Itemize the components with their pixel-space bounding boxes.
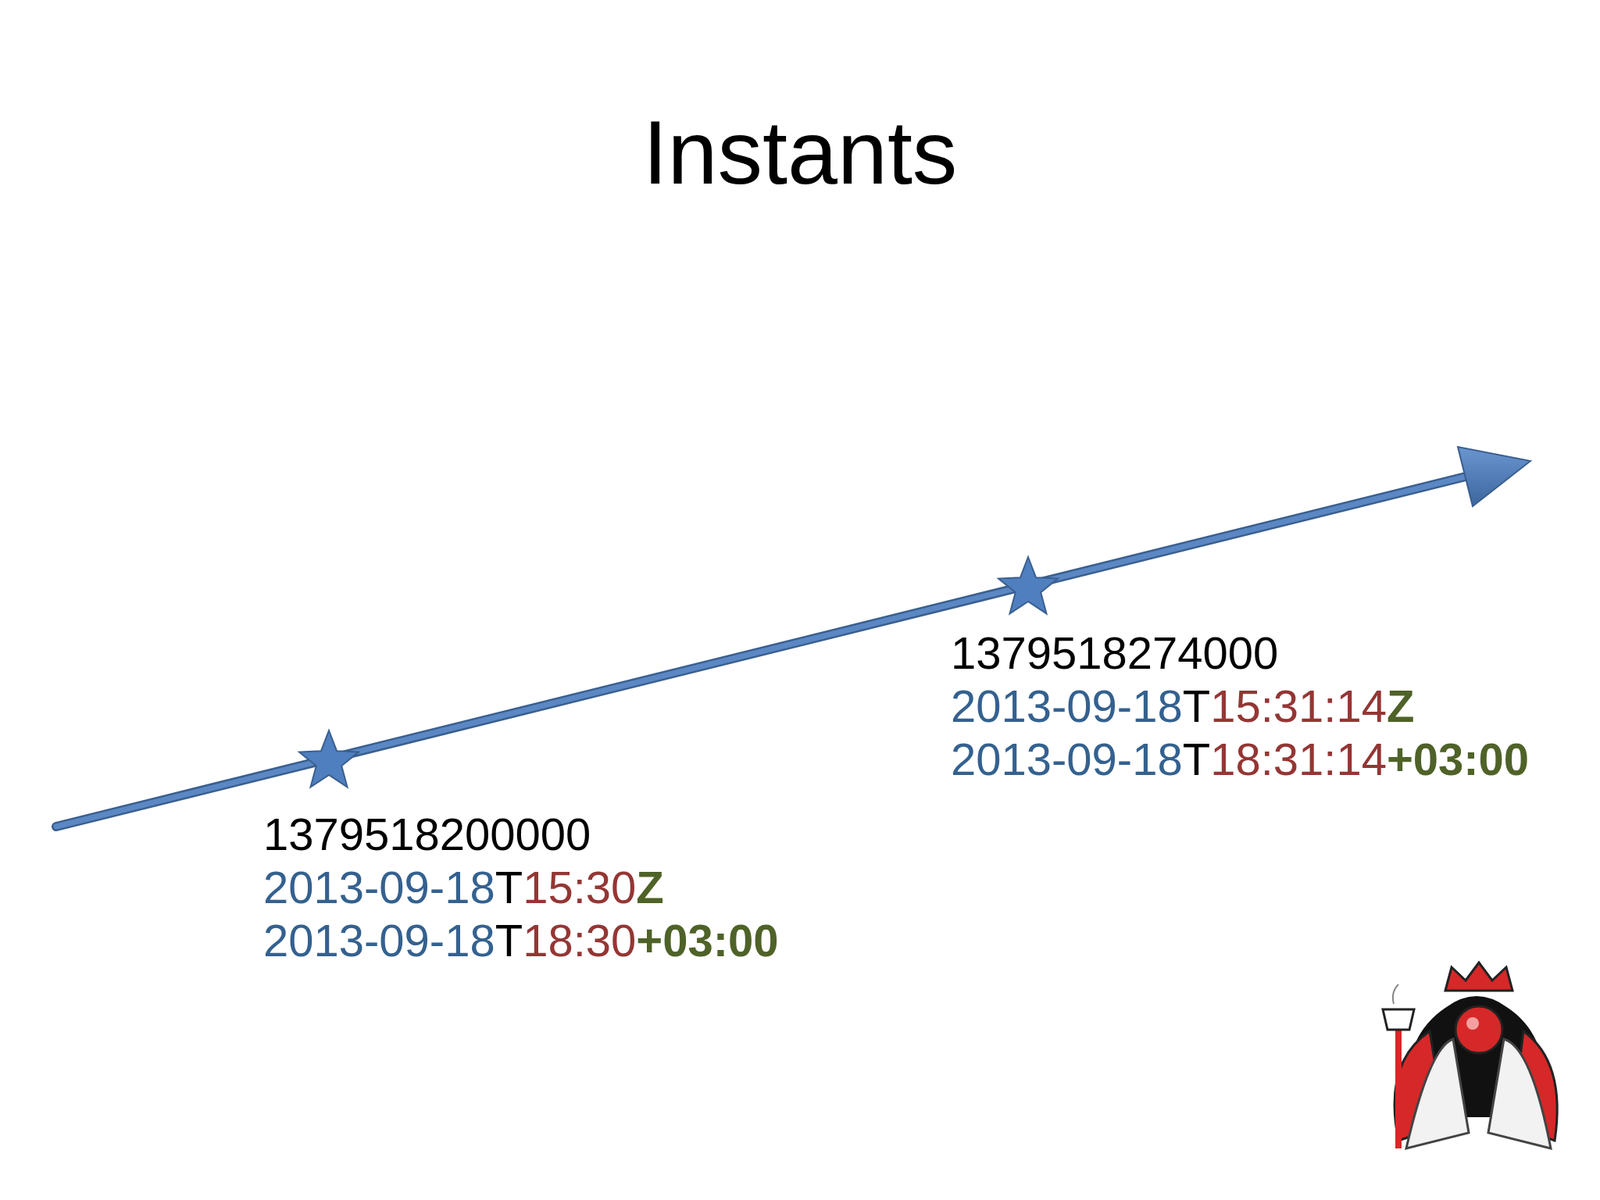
offset-part: +03:00 [1386,733,1529,785]
date-part: 2013-09-18 [263,914,496,966]
arrow-head [1457,446,1531,507]
iso-timestamp-line: 2013-09-18T15:30Z [263,860,665,915]
time-part: 15:31:14 [1210,680,1387,732]
date-part: 2013-09-18 [263,861,496,913]
iso-timestamp-line: 2013-09-18T15:31:14Z [950,679,1415,733]
epoch-millis-line: 1379518200000 [263,807,591,861]
instant-star [998,557,1058,614]
iso-timestamp-line: 2013-09-18T18:31:14+03:00 [950,732,1529,786]
separator: T [495,914,523,966]
time-part: 15:30 [522,861,636,913]
separator: T [1182,733,1211,785]
offset-part: +03:00 [635,914,779,966]
instant-star [299,730,359,787]
slide-title: Instants [0,101,1600,204]
offset-part: Z [1386,680,1415,732]
epoch-millis: 1379518274000 [950,627,1279,679]
separator: T [1182,680,1211,732]
time-part: 18:30 [522,914,636,966]
offset-part: Z [635,861,664,913]
iso-timestamp-line: 2013-09-18T18:30+03:00 [263,914,779,968]
duke-mascot [1382,962,1558,1149]
time-part: 18:31:14 [1210,733,1387,785]
epoch-millis-line: 1379518274000 [950,626,1279,680]
epoch-millis: 1379518200000 [263,808,591,860]
timeline-axis [56,475,1469,827]
date-part: 2013-09-18 [950,733,1183,785]
separator: T [495,861,523,913]
timeline-axis-fill [56,475,1469,827]
date-part: 2013-09-18 [950,680,1183,732]
